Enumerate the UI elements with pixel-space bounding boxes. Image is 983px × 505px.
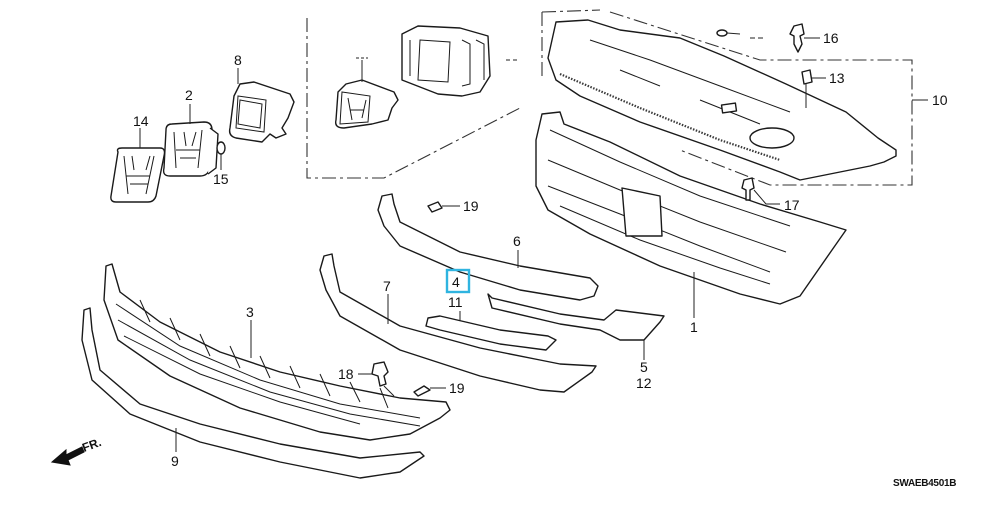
- callout-6[interactable]: 6: [513, 233, 521, 249]
- callout-12[interactable]: 12: [636, 375, 652, 391]
- callout-11[interactable]: 11: [448, 294, 463, 310]
- callout-19b[interactable]: 19: [449, 380, 465, 396]
- callout-17[interactable]: 17: [784, 197, 800, 213]
- callout-18[interactable]: 18: [338, 366, 354, 382]
- callout-10[interactable]: 10: [932, 92, 948, 108]
- part-upper-molding-6[interactable]: [377, 193, 599, 301]
- direction-label: FR.: [80, 435, 103, 455]
- callout-7[interactable]: 7: [383, 278, 391, 294]
- clip-18-icon: [358, 373, 395, 397]
- diagram-reference-code: SWAEB4501B: [893, 478, 956, 489]
- part-clip-13[interactable]: [801, 69, 813, 85]
- callout-16[interactable]: 16: [823, 30, 839, 46]
- part-screw-19-top[interactable]: [427, 201, 443, 213]
- callout-3[interactable]: 3: [246, 304, 254, 320]
- highlight-box-4: [445, 268, 471, 294]
- part-screw-19-bottom[interactable]: [413, 385, 431, 397]
- part-lower-grille-3[interactable]: [103, 263, 451, 441]
- clip-13-icon: [805, 77, 826, 108]
- callout-1[interactable]: 1: [690, 319, 698, 335]
- part-lower-molding-7[interactable]: [319, 253, 597, 393]
- part-lower-molding-9[interactable]: [81, 307, 425, 479]
- part-garnish-11[interactable]: [425, 315, 557, 351]
- callout-4[interactable]: 4: [452, 274, 460, 290]
- washer-icon: [716, 29, 764, 39]
- callout-2[interactable]: 2: [185, 87, 193, 103]
- part-nut-15[interactable]: [216, 141, 226, 155]
- clip-17-icon: [753, 189, 780, 205]
- part-clip-17[interactable]: [741, 177, 755, 201]
- callout-8[interactable]: 8: [234, 52, 242, 68]
- part-emblem-14[interactable]: [110, 147, 166, 203]
- callout-13[interactable]: 13: [829, 70, 845, 86]
- part-grille-cover-10[interactable]: [547, 19, 897, 181]
- part-grille-main-1[interactable]: [535, 111, 847, 305]
- part-emblem-2[interactable]: [162, 121, 219, 177]
- part-clip-18[interactable]: [371, 361, 389, 387]
- callout-19a[interactable]: 19: [463, 198, 479, 214]
- callout-14[interactable]: 14: [133, 113, 149, 129]
- part-emblem-base-8[interactable]: [228, 81, 295, 143]
- assembly-outline: [306, 18, 521, 179]
- callout-15[interactable]: 15: [213, 171, 229, 187]
- front-direction-arrow-icon: [50, 446, 85, 466]
- callout-9[interactable]: 9: [171, 453, 179, 469]
- part-garnish-5[interactable]: [487, 293, 665, 341]
- grille-cover-outline: [541, 9, 928, 186]
- part-clip-16[interactable]: [789, 23, 805, 53]
- callout-5[interactable]: 5: [640, 359, 648, 375]
